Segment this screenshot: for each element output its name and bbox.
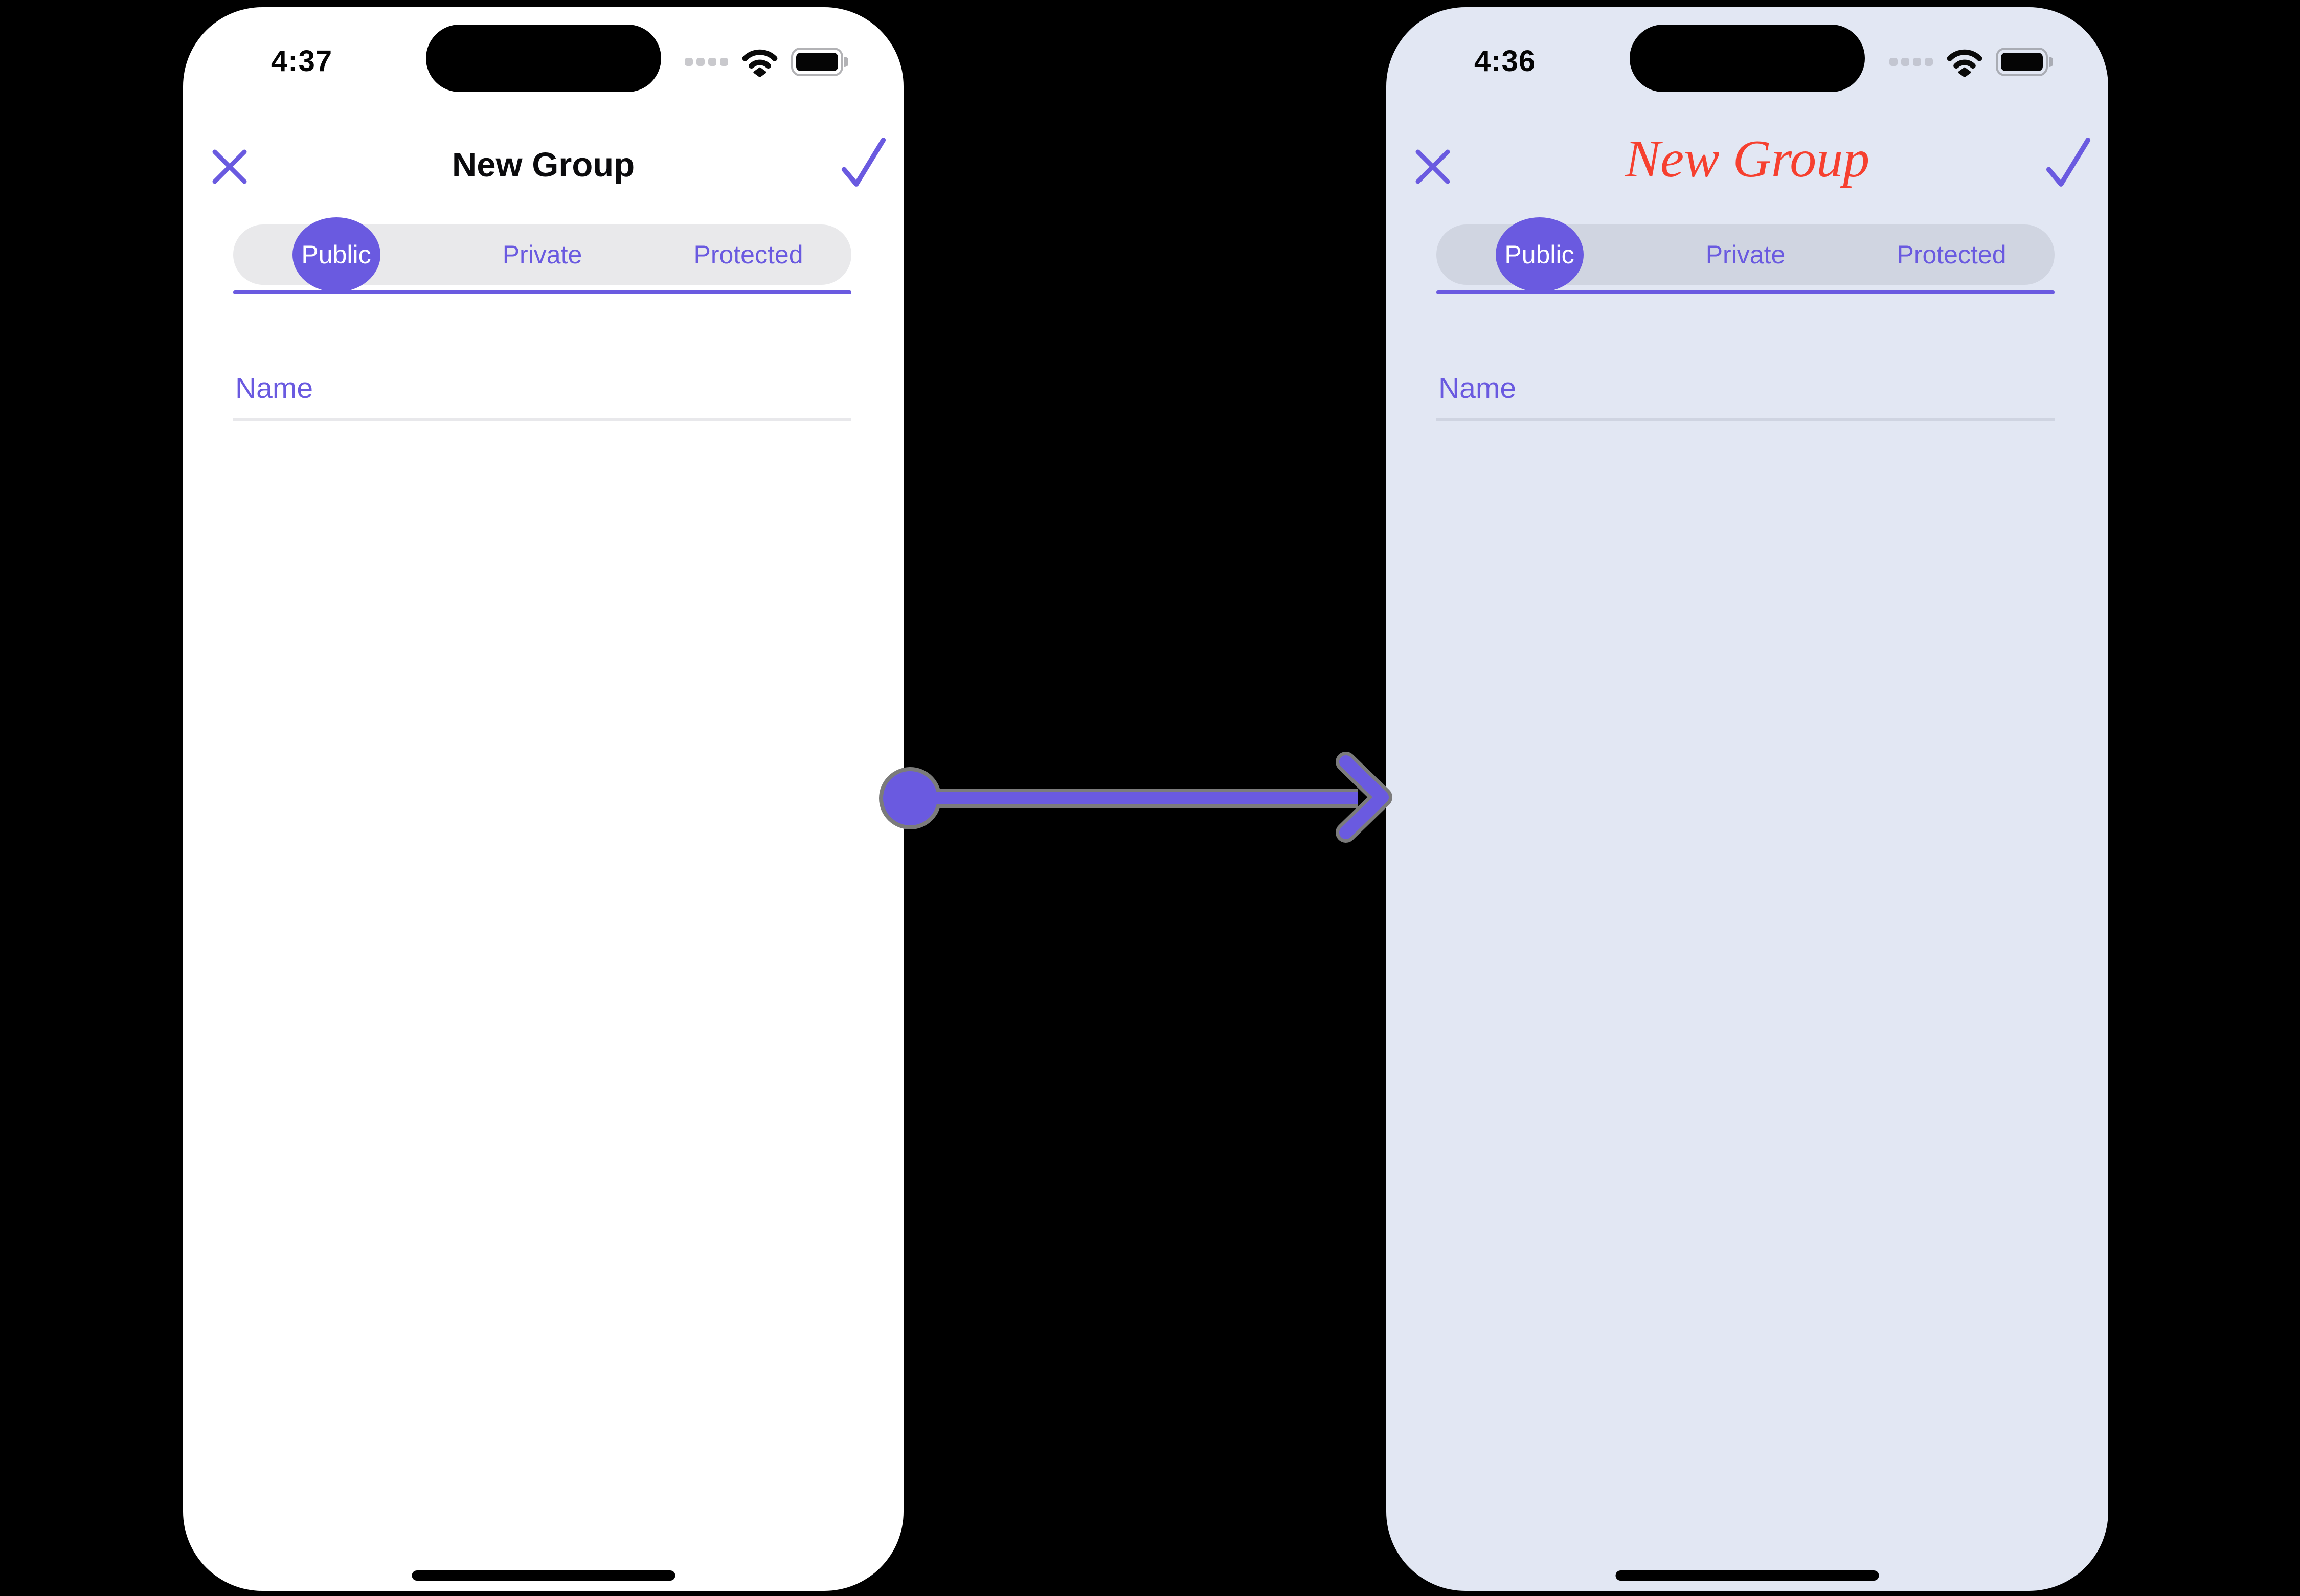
wifi-icon [1947,49,1982,77]
tab-protected[interactable]: Protected [1848,224,2055,285]
home-indicator [1615,1570,1879,1581]
name-placeholder: Name [1438,372,1517,404]
tab-protected[interactable]: Protected [645,224,851,285]
home-indicator [412,1570,675,1581]
group-type-tabs: Public Private Protected [233,217,851,294]
tab-private[interactable]: Private [439,224,645,285]
page-title: New Group [1625,129,1870,188]
confirm-check-icon[interactable] [2045,136,2092,188]
selected-tab-indicator [1495,217,1584,292]
status-time: 4:36 [1474,44,1536,78]
tab-label: Protected [693,240,803,269]
close-icon[interactable] [211,148,248,185]
tab-public[interactable]: Public [1436,217,1642,292]
page-title: New Group [452,146,635,184]
tab-label: Protected [1897,240,2006,269]
cellular-signal-icon [685,58,728,66]
status-icons [1889,46,2053,78]
status-icons [685,46,848,78]
name-input[interactable]: Name [1436,365,2055,421]
close-icon[interactable] [1414,148,1451,185]
tab-label: Public [301,240,371,269]
phone-mockup-before: 4:37 [183,7,904,1591]
battery-icon [791,48,848,76]
tab-label: Private [502,240,582,269]
status-time: 4:37 [271,44,333,78]
tab-public[interactable]: Public [233,217,439,292]
battery-icon [1996,48,2053,76]
tab-label: Public [1504,240,1574,269]
selected-tab-indicator [292,217,380,292]
dynamic-island [425,25,661,92]
cellular-signal-icon [1889,58,1933,66]
name-input[interactable]: Name [233,365,851,421]
tab-label: Private [1705,240,1786,269]
wifi-icon [742,49,778,77]
confirm-check-icon[interactable] [840,136,887,188]
group-type-tabs: Public Private Protected [1436,217,2055,294]
dynamic-island [1630,25,1865,92]
tab-private[interactable]: Private [1642,224,1848,285]
phone-mockup-after: 4:36 [1386,7,2108,1591]
name-placeholder: Name [235,372,313,404]
